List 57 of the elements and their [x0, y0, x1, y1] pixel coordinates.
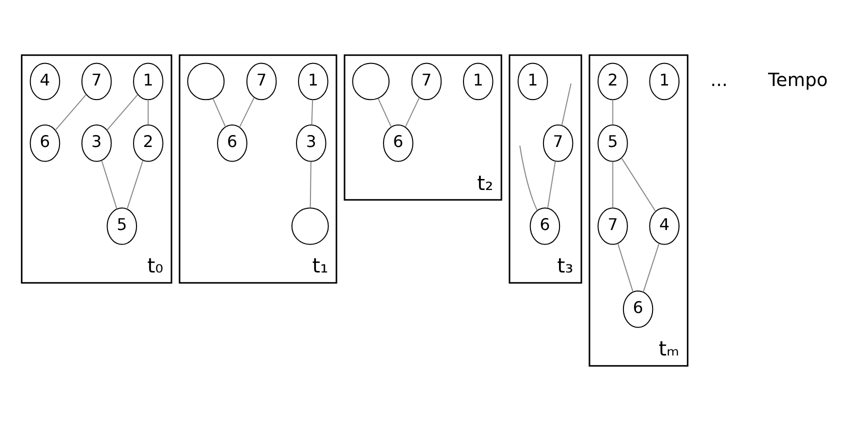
connector [642, 243, 660, 292]
node-ellipse: 1 [297, 62, 328, 100]
cluster [178, 54, 337, 284]
node-ellipse: 1 [132, 62, 163, 100]
connector [147, 100, 148, 125]
node-ellipse: 3 [80, 124, 112, 162]
connector [612, 100, 613, 125]
label: Tempo [768, 70, 828, 91]
cluster [588, 54, 688, 367]
connector [377, 98, 392, 128]
node-label: t₃ [556, 254, 573, 278]
node-ellipse: 7 [246, 62, 276, 100]
node-ellipse: 6 [382, 124, 413, 162]
node-circle [290, 207, 328, 245]
connector [616, 243, 633, 292]
connector [620, 158, 656, 212]
connector [546, 161, 556, 208]
node-ellipse: 4 [29, 62, 60, 100]
node-ellipse: 7 [597, 207, 628, 245]
node-ellipse: 6 [29, 124, 60, 162]
node-ellipse: 1 [462, 62, 493, 100]
connector [404, 97, 420, 128]
node-ellipse: 6 [529, 207, 560, 245]
cluster [508, 54, 582, 284]
label: ... [710, 70, 728, 91]
connector [100, 160, 117, 209]
node-ellipse: 3 [295, 124, 326, 162]
node-ellipse: 5 [597, 124, 628, 162]
node-ellipse: 1 [648, 62, 680, 100]
node-label: t₀ [146, 254, 163, 278]
node-ellipse: 2 [132, 124, 163, 162]
connector [54, 94, 86, 130]
cluster [343, 54, 502, 201]
node-circle [352, 62, 390, 100]
node-ellipse: 5 [106, 207, 137, 245]
node-circle [186, 62, 224, 100]
connector [612, 162, 613, 208]
connector [126, 160, 143, 210]
connector [238, 97, 254, 128]
node-ellipse: 7 [410, 62, 442, 100]
node-ellipse: 7 [542, 124, 573, 162]
node-ellipse: 4 [648, 207, 680, 245]
node-ellipse: 6 [216, 124, 247, 162]
connector [106, 94, 138, 130]
node-ellipse: 6 [622, 290, 653, 328]
connector [518, 146, 538, 211]
connector [310, 100, 313, 125]
node-label: tₘ [658, 336, 679, 361]
cluster [20, 54, 172, 284]
node-label: t₂ [476, 170, 493, 195]
node-label: t₁ [312, 254, 328, 278]
connector [560, 83, 571, 126]
node-ellipse: 1 [517, 62, 548, 100]
connector [212, 98, 226, 128]
node-ellipse: 7 [80, 62, 112, 100]
connector [309, 162, 311, 208]
node-ellipse: 2 [597, 62, 628, 100]
